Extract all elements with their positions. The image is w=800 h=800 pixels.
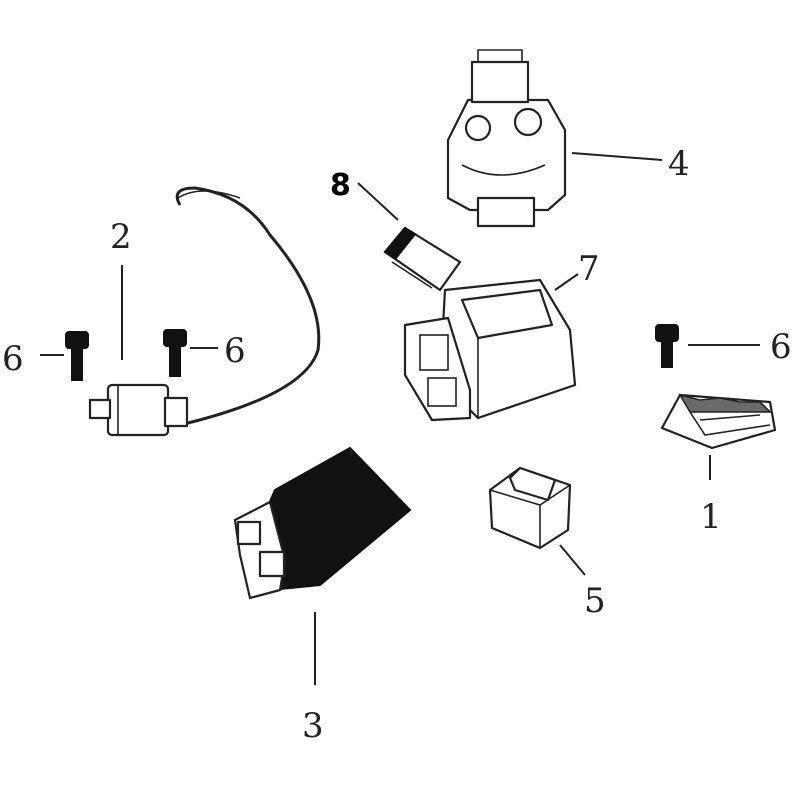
callout-labels: 1 2 3 4 5 6 6 6 7 8 xyxy=(2,144,792,746)
callout-7: 7 xyxy=(578,249,600,289)
callout-6-right: 6 xyxy=(770,327,792,367)
callout-5: 5 xyxy=(584,581,606,621)
leader-5 xyxy=(559,544,586,576)
part-8-small-block xyxy=(383,226,462,292)
callout-6-center: 6 xyxy=(224,331,246,371)
part-6-bolt-center xyxy=(163,329,187,377)
part-6-bolt-right xyxy=(655,324,679,368)
part-3-cdi-unit xyxy=(233,446,412,600)
callout-4: 4 xyxy=(668,144,690,184)
leader-lines xyxy=(40,152,760,685)
part-2-ignition-coil xyxy=(88,186,321,437)
leader-4 xyxy=(571,152,663,161)
part-4-starter-relay xyxy=(446,49,567,228)
leader-7 xyxy=(554,273,579,291)
part-5-small-relay xyxy=(488,466,572,550)
leader-8 xyxy=(357,182,399,221)
callout-8: 8 xyxy=(330,168,351,203)
part-6-bolt-left xyxy=(65,331,89,381)
callout-1: 1 xyxy=(700,497,722,537)
part-1-regulator xyxy=(660,393,777,450)
callout-3: 3 xyxy=(302,706,324,746)
callout-2: 2 xyxy=(110,217,132,257)
callout-6-left: 6 xyxy=(2,339,24,379)
part-7-relay xyxy=(403,278,577,422)
